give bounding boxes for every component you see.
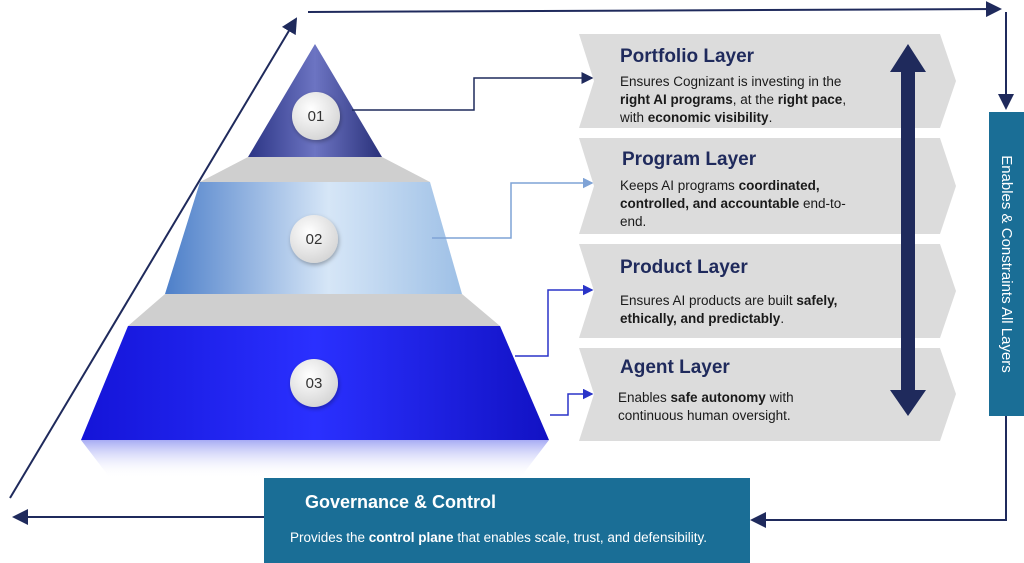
product-layer-title: Product Layer <box>620 257 748 278</box>
bold-text-run: right pace <box>778 92 843 107</box>
portfolio-layer-band <box>579 34 956 128</box>
cycle-arrows <box>9 1 1014 528</box>
governance-desc: Provides the control plane that enables … <box>290 530 707 545</box>
layer-bands <box>579 34 956 441</box>
side-label-text: Enables & Constraints All Layers <box>998 155 1015 373</box>
program-layer-desc-line-2: controlled, and accountable end-to- <box>620 196 846 211</box>
arrow-shaft <box>901 70 915 392</box>
tier-2-number: 02 <box>306 231 323 248</box>
side-label-bar: Enables & Constraints All Layers <box>989 112 1024 416</box>
text-run: . <box>769 110 773 125</box>
portfolio-layer-title: Portfolio Layer <box>620 46 755 67</box>
bold-text-run: ethically, and predictably <box>620 311 781 326</box>
pyramid-reflection <box>81 440 549 478</box>
product-layer-band <box>579 244 956 338</box>
bold-text-run: controlled, and accountable <box>620 196 800 211</box>
connectors <box>352 72 594 416</box>
text-run: Keeps AI programs <box>620 178 739 193</box>
tier-1-number: 01 <box>308 108 325 125</box>
bold-text-run: coordinated, <box>739 178 820 193</box>
text-run: . <box>780 311 784 326</box>
connector-agent <box>550 388 594 416</box>
side-label-box <box>989 112 1024 416</box>
connector-product <box>515 284 594 357</box>
text-run: with <box>619 110 648 125</box>
program-layer-desc-line-1: Keeps AI programs coordinated, <box>620 178 820 193</box>
top-arrow <box>307 1 1002 18</box>
left-diagonal-arrow <box>9 17 298 499</box>
agent-layer-title: Agent Layer <box>620 357 730 378</box>
bold-text-run: safely, <box>796 293 837 308</box>
portfolio-layer-desc-line-3: with economic visibility. <box>619 110 772 125</box>
text-run: that enables scale, trust, and defensibi… <box>454 530 707 545</box>
text-run: Provides the <box>290 530 369 545</box>
bold-text-run: safe autonomy <box>671 390 767 405</box>
portfolio-layer-desc-line-2: right AI programs, at the right pace, <box>620 92 846 107</box>
tier-2-number-badge: 02 <box>290 215 338 263</box>
text-run: Enables <box>618 390 671 405</box>
connector-program <box>432 177 594 239</box>
portfolio-layer-desc-line-1: Ensures Cognizant is investing in the <box>620 74 841 89</box>
agent-layer-desc-line-1: Enables safe autonomy with <box>618 390 794 405</box>
text-run: with <box>766 390 794 405</box>
pyramid-gap-2 <box>128 294 500 326</box>
right-to-governance-arrow <box>750 416 1007 528</box>
tier-3-number: 03 <box>306 375 323 392</box>
governance-box-bg <box>264 478 750 563</box>
text-run: end. <box>620 214 646 229</box>
product-layer-desc-line-1: Ensures AI products are built safely, <box>620 293 837 308</box>
program-layer-title: Program Layer <box>622 149 757 170</box>
text-run: continuous human oversight. <box>618 408 791 423</box>
bold-text-run: control plane <box>369 530 454 545</box>
agent-layer-band <box>579 348 956 441</box>
bold-text-run: economic visibility <box>648 110 769 125</box>
product-layer-desc-line-2: ethically, and predictably. <box>620 311 784 326</box>
text-run: end-to- <box>799 196 846 211</box>
connector-portfolio <box>352 72 594 111</box>
tier-3-number-badge: 03 <box>290 359 338 407</box>
text-run: , <box>842 92 846 107</box>
arrow-down-head <box>890 390 926 416</box>
arrow-up-head <box>890 44 926 72</box>
pyramid-gap-1 <box>200 157 430 182</box>
governance-box: Governance & Control Provides the contro… <box>264 478 750 563</box>
text-run: Ensures Cognizant is investing in the <box>620 74 841 89</box>
pyramid: 01 02 03 <box>81 44 549 478</box>
governance-title: Governance & Control <box>305 492 496 512</box>
double-headed-arrow <box>890 44 926 416</box>
agent-layer-desc-line-2: continuous human oversight. <box>618 408 791 423</box>
text-run: , at the <box>733 92 778 107</box>
text-run: Ensures AI products are built <box>620 293 796 308</box>
program-layer-desc-line-3: end. <box>620 214 646 229</box>
bold-text-run: right AI programs <box>620 92 733 107</box>
tier-1-number-badge: 01 <box>292 92 340 140</box>
program-layer-band <box>579 138 956 234</box>
